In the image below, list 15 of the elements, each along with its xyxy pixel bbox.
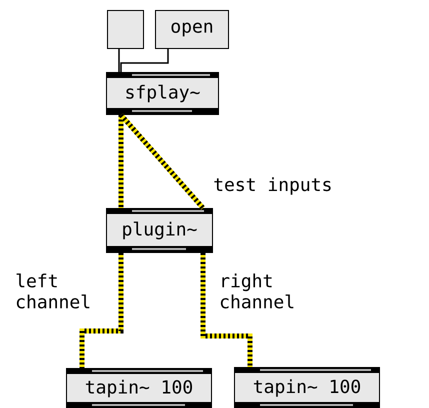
patch-cord — [118, 115, 124, 208]
patch-cord — [200, 253, 252, 367]
patch-cord — [119, 113, 205, 210]
object-box: plugin~ — [106, 208, 213, 253]
edge-label: right channel — [220, 274, 294, 308]
object-box: sfplay~ — [106, 72, 219, 115]
patch-cord — [120, 49, 169, 72]
object-box: tapin~ 100 — [66, 368, 212, 408]
message-box: open — [155, 10, 229, 49]
patch-cord — [80, 253, 124, 368]
edge-label: test inputs — [214, 177, 331, 195]
edge-label: left channel — [16, 274, 90, 308]
object-box: tapin~ 100 — [234, 367, 380, 408]
empty-box — [107, 10, 144, 49]
patch-cord — [118, 49, 120, 72]
